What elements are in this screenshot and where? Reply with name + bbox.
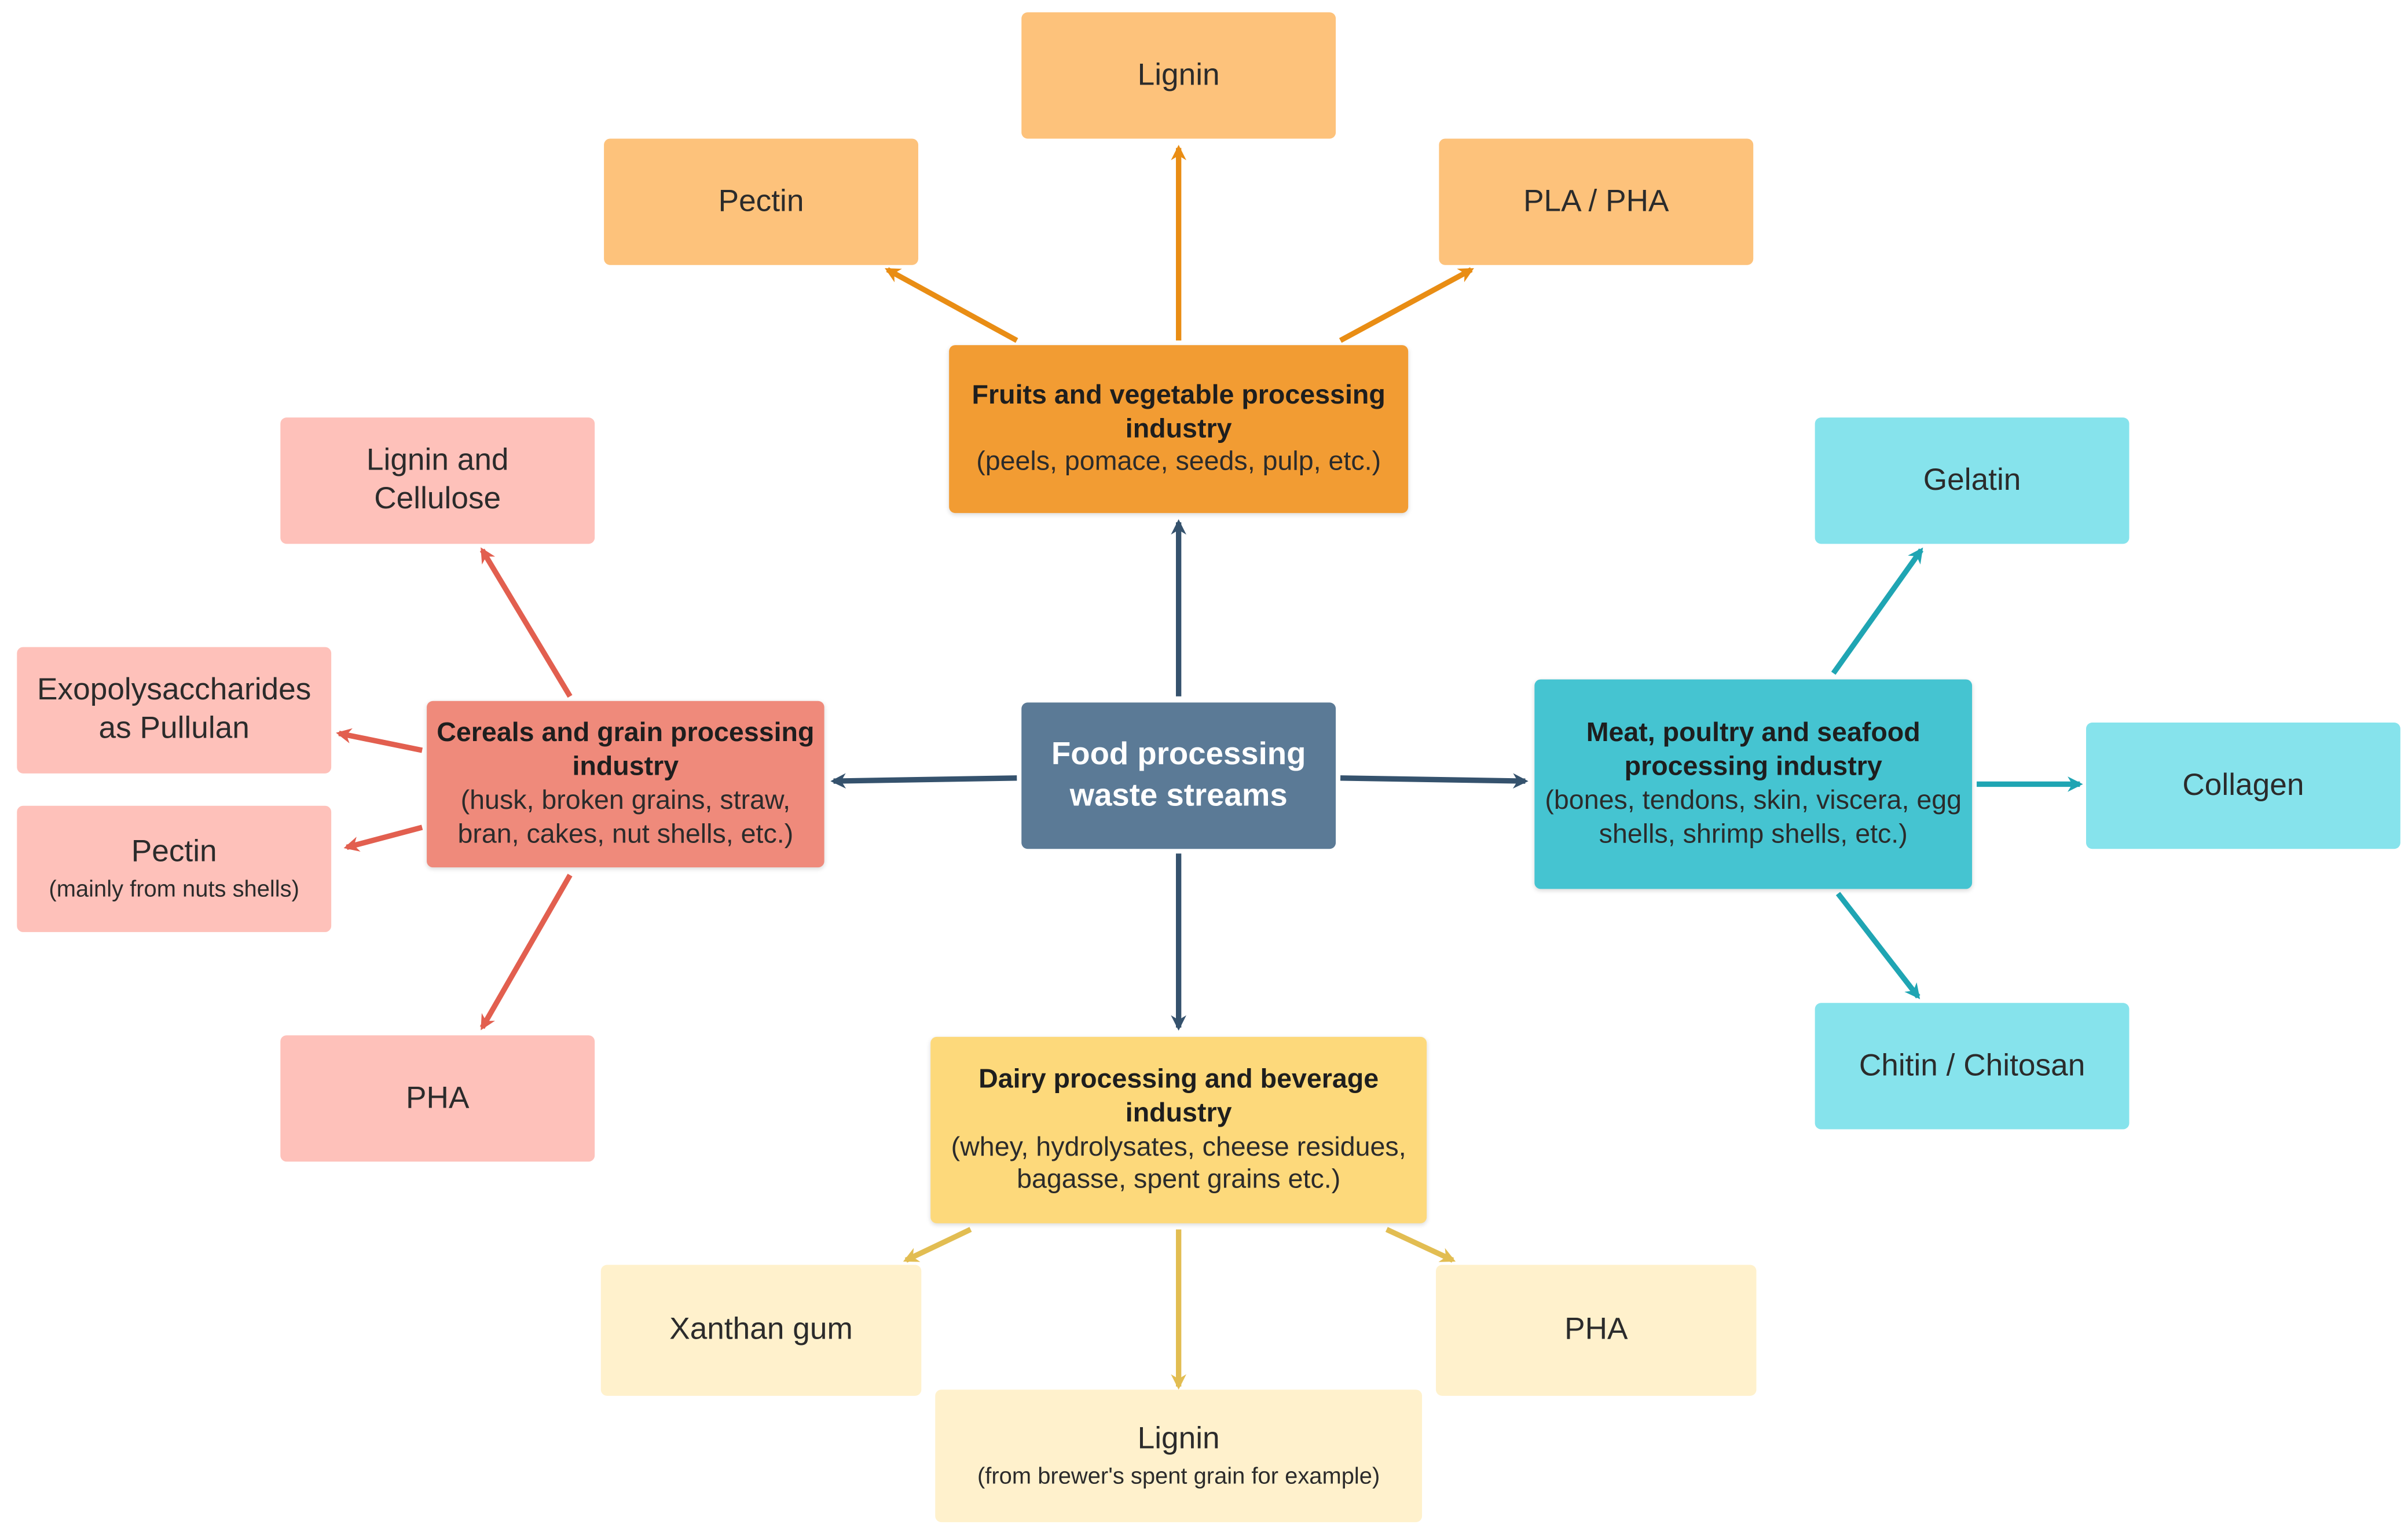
arrow-fruit-to-pla-pha [1339,267,1474,343]
dairy-lignin-label: Lignin [1137,1421,1220,1456]
arrow-meat-to-chitin [1835,892,1920,999]
fruit-hub: Fruits and vegetable processing industry… [949,345,1409,514]
meat-collagen-label: Collagen [2182,768,2304,802]
arrow-cereal-to-pectin [343,824,423,852]
dairy-hub: Dairy processing and beverage industry (… [930,1036,1427,1223]
cereal-exopolysaccharides-line-2: as Pullulan [98,712,250,746]
cereal-pectin-box: Pectin (mainly from nuts shells) [17,805,332,932]
dairy-pha-box: PHA [1436,1264,1757,1396]
fruit-hub-subtitle: (peels, pomace, seeds, pulp, etc.) [976,446,1381,477]
center-line-2: waste streams [1069,777,1288,813]
meat-chitin-label: Chitin / Chitosan [1859,1048,2086,1083]
center-line-1: Food processing [1051,736,1306,772]
fruit-hub-title: Fruits and vegetable processing industry [972,378,1386,443]
meat-gelatin-box: Gelatin [1815,417,2130,544]
cereal-lignin-cellulose-line-2: Cellulose [374,482,501,516]
meat-chitin-box: Chitin / Chitosan [1815,1003,2130,1130]
cereal-hub-title: Cereals and grain processing industry [437,717,815,782]
arrow-dairy-to-pha [1385,1227,1456,1263]
meat-gelatin-label: Gelatin [1923,463,2021,497]
dairy-hub-title: Dairy processing and beverage industry [978,1062,1379,1127]
arrow-dairy-to-xanthan [903,1227,972,1263]
cereal-hub-subtitle: (husk, broken grains, straw, bran, cakes… [457,784,794,849]
fruit-pectin-box: Pectin [604,138,918,265]
cereal-pectin-label: Pectin [131,834,217,868]
dairy-pha-label: PHA [1564,1313,1628,1347]
meat-hub-subtitle: (bones, tendons, skin, viscera, egg shel… [1545,784,1962,849]
dairy-lignin-box: Lignin (from brewer's spent grain for ex… [935,1390,1423,1523]
cereal-hub: Cereals and grain processing industry (h… [427,701,824,868]
meat-collagen-box: Collagen [2086,723,2400,849]
dairy-lignin-note: (from brewer's spent grain for example) [977,1462,1380,1490]
arrow-center-to-cereal [830,773,1017,789]
fruit-pla-pha-box: PLA / PHA [1439,138,1754,265]
arrow-meat-to-gelatin [1831,547,1924,675]
arrow-cereal-to-pha [479,874,573,1031]
fruit-lignin-label: Lignin [1137,57,1220,92]
meat-hub-title: Meat, poultry and seafood processing ind… [1586,717,1920,782]
arrow-cereal-to-lignin-cellulose [479,547,573,698]
cereal-pectin-note: (mainly from nuts shells) [49,876,299,903]
arrow-fruit-to-pectin [885,267,1018,343]
center-node: Food processing waste streams [1021,702,1336,849]
cereal-pha-box: PHA [280,1035,595,1162]
cereal-exopolysaccharides-box: Exopolysaccharides as Pullulan [17,647,332,774]
dairy-xanthan-box: Xanthan gum [600,1264,922,1396]
arrow-center-to-meat [1340,773,1529,789]
cereal-exopolysaccharides-line-1: Exopolysaccharides [37,673,311,707]
cereal-lignin-cellulose-line-1: Lignin and [366,443,509,478]
cereal-lignin-cellulose-box: Lignin and Cellulose [280,417,595,544]
cereal-pha-label: PHA [406,1080,470,1115]
dairy-hub-subtitle: (whey, hydrolysates, cheese residues, ba… [951,1130,1406,1195]
dairy-xanthan-label: Xanthan gum [669,1313,853,1347]
fruit-lignin-box: Lignin [1021,12,1336,139]
arrow-cereal-to-exopolysaccharides [336,728,423,753]
fruit-pectin-label: Pectin [718,184,804,218]
meat-hub: Meat, poultry and seafood processing ind… [1534,679,1973,889]
fruit-pla-pha-label: PLA / PHA [1523,184,1669,218]
